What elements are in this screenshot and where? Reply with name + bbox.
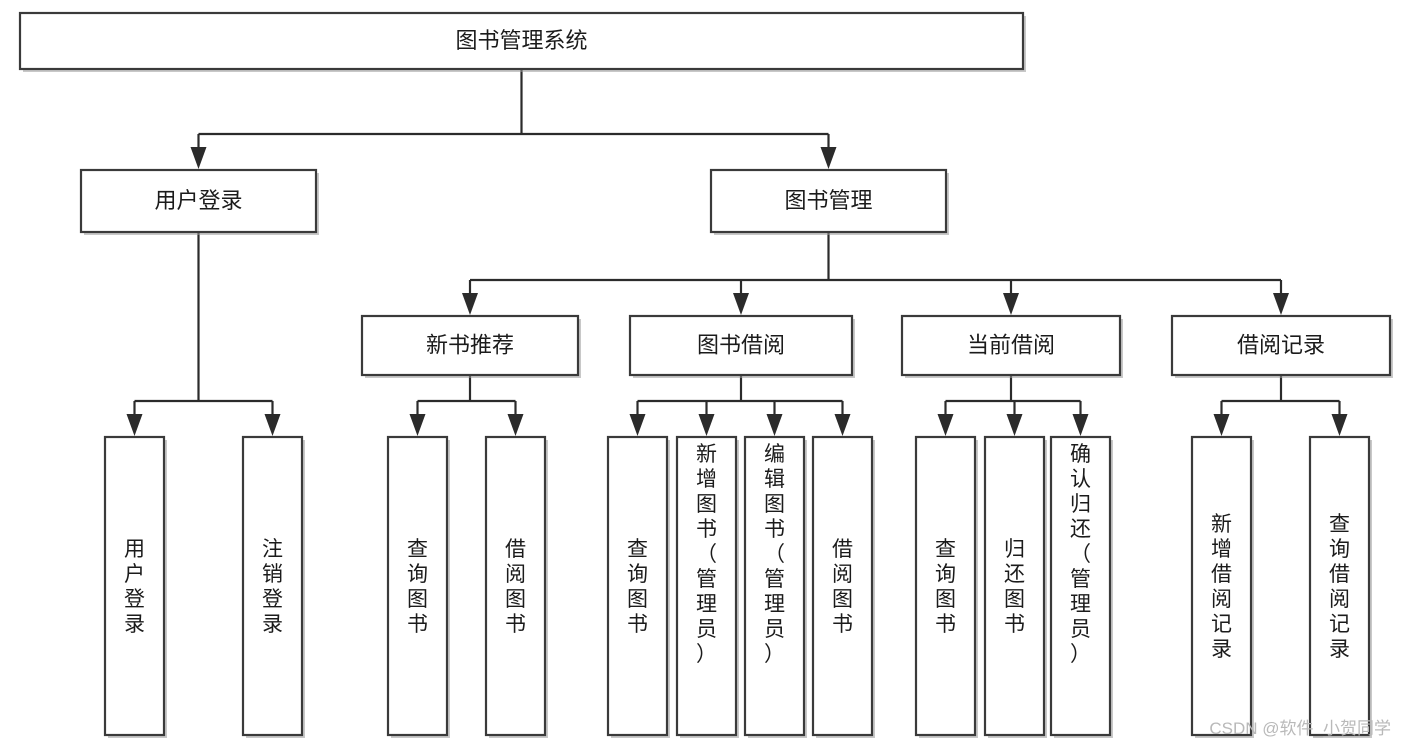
arrow-head-icon (698, 414, 715, 436)
node-rect[interactable] (1170, 314, 1392, 377)
node-rect[interactable] (709, 168, 948, 234)
arrow-head-icon (834, 414, 851, 436)
node-rect[interactable] (18, 11, 1025, 71)
arrow-head-icon (1331, 414, 1348, 436)
arrow-head-icon (409, 414, 426, 436)
arrow-head-icon (1072, 414, 1089, 436)
node-label: 确认归还（管理员） (1070, 443, 1091, 666)
node-leaf-edit-book[interactable]: 编辑图书（管理员） (743, 435, 807, 738)
node-book-borrow[interactable]: 图书借阅 (628, 314, 855, 378)
node-label: 查询借阅记录 (1329, 513, 1350, 661)
arrow-head-icon (507, 414, 524, 436)
node-leaf-confirm-return[interactable]: 确认归还（管理员） (1049, 435, 1113, 738)
node-leaf-user-login[interactable]: 用户登录 (103, 435, 167, 738)
node-rect[interactable] (606, 435, 669, 737)
node-leaf-query-book-a[interactable]: 查询图书 (386, 435, 450, 738)
node-label: 查询图书 (407, 538, 428, 636)
node-rect[interactable] (743, 435, 806, 737)
node-root[interactable]: 图书管理系统 (18, 11, 1026, 72)
node-leaf-borrow-book-b[interactable]: 借阅图书 (811, 435, 875, 738)
node-rect[interactable] (628, 314, 854, 377)
node-label: 图书管理系统 (455, 28, 587, 53)
node-rect[interactable] (1049, 435, 1112, 737)
node-rect[interactable] (484, 435, 547, 737)
node-leaf-query-book-c[interactable]: 查询图书 (914, 435, 978, 738)
arrow-head-icon (733, 293, 749, 315)
arrow-head-icon (1003, 293, 1019, 315)
node-leaf-add-book[interactable]: 新增图书（管理员） (675, 435, 739, 738)
node-rect[interactable] (675, 435, 738, 737)
node-label: 图书管理 (784, 188, 872, 213)
arrow-head-icon (766, 414, 783, 436)
node-label: 借阅图书 (505, 538, 526, 636)
arrow-head-icon (462, 293, 478, 315)
node-rect[interactable] (241, 435, 304, 737)
node-label: 借阅记录 (1237, 332, 1325, 357)
node-user-login[interactable]: 用户登录 (79, 168, 319, 235)
node-rect[interactable] (79, 168, 318, 234)
node-label: 注销登录 (262, 538, 283, 636)
node-label: 当前借阅 (967, 332, 1055, 357)
node-label: 借阅图书 (832, 538, 853, 636)
node-label: 新增借阅记录 (1211, 513, 1232, 661)
node-label: 查询图书 (935, 538, 956, 636)
node-leaf-add-record[interactable]: 新增借阅记录 (1190, 435, 1254, 738)
node-rect[interactable] (983, 435, 1046, 737)
node-leaf-query-book-b[interactable]: 查询图书 (606, 435, 670, 738)
node-rect[interactable] (811, 435, 874, 737)
node-label: 新增图书（管理员） (696, 443, 717, 666)
arrow-head-icon (820, 147, 837, 169)
node-leaf-borrow-book-a[interactable]: 借阅图书 (484, 435, 548, 738)
edges-layer (126, 69, 1348, 436)
node-current-borrow[interactable]: 当前借阅 (900, 314, 1123, 378)
arrow-head-icon (190, 147, 207, 169)
arrow-head-icon (1213, 414, 1230, 436)
watermark-label: CSDN @软件_小贺同学 (1209, 719, 1391, 738)
arrow-head-icon (1006, 414, 1023, 436)
node-label: 编辑图书（管理员） (764, 443, 785, 666)
node-rect[interactable] (1190, 435, 1253, 737)
arrow-head-icon (1273, 293, 1289, 315)
node-leaf-query-record[interactable]: 查询借阅记录 (1308, 435, 1372, 738)
node-borrow-record[interactable]: 借阅记录 (1170, 314, 1393, 378)
node-leaf-logout[interactable]: 注销登录 (241, 435, 305, 738)
arrow-head-icon (937, 414, 954, 436)
node-rect[interactable] (900, 314, 1122, 377)
node-new-book-rec[interactable]: 新书推荐 (360, 314, 581, 378)
node-label: 用户登录 (124, 538, 145, 636)
nodes-layer: 图书管理系统用户登录图书管理新书推荐图书借阅当前借阅借阅记录用户登录注销登录查询… (18, 11, 1393, 738)
node-rect[interactable] (103, 435, 166, 737)
node-leaf-return-book[interactable]: 归还图书 (983, 435, 1047, 738)
node-book-manage[interactable]: 图书管理 (709, 168, 949, 235)
node-rect[interactable] (914, 435, 977, 737)
node-label: 新书推荐 (426, 332, 514, 357)
node-label: 用户登录 (154, 188, 242, 213)
arrow-head-icon (629, 414, 646, 436)
node-label: 查询图书 (627, 538, 648, 636)
node-rect[interactable] (360, 314, 580, 377)
arrow-head-icon (264, 414, 281, 436)
node-rect[interactable] (386, 435, 449, 737)
arrow-head-icon (126, 414, 143, 436)
node-label: 归还图书 (1004, 538, 1025, 636)
node-label: 图书借阅 (697, 332, 785, 357)
node-rect[interactable] (1308, 435, 1371, 737)
